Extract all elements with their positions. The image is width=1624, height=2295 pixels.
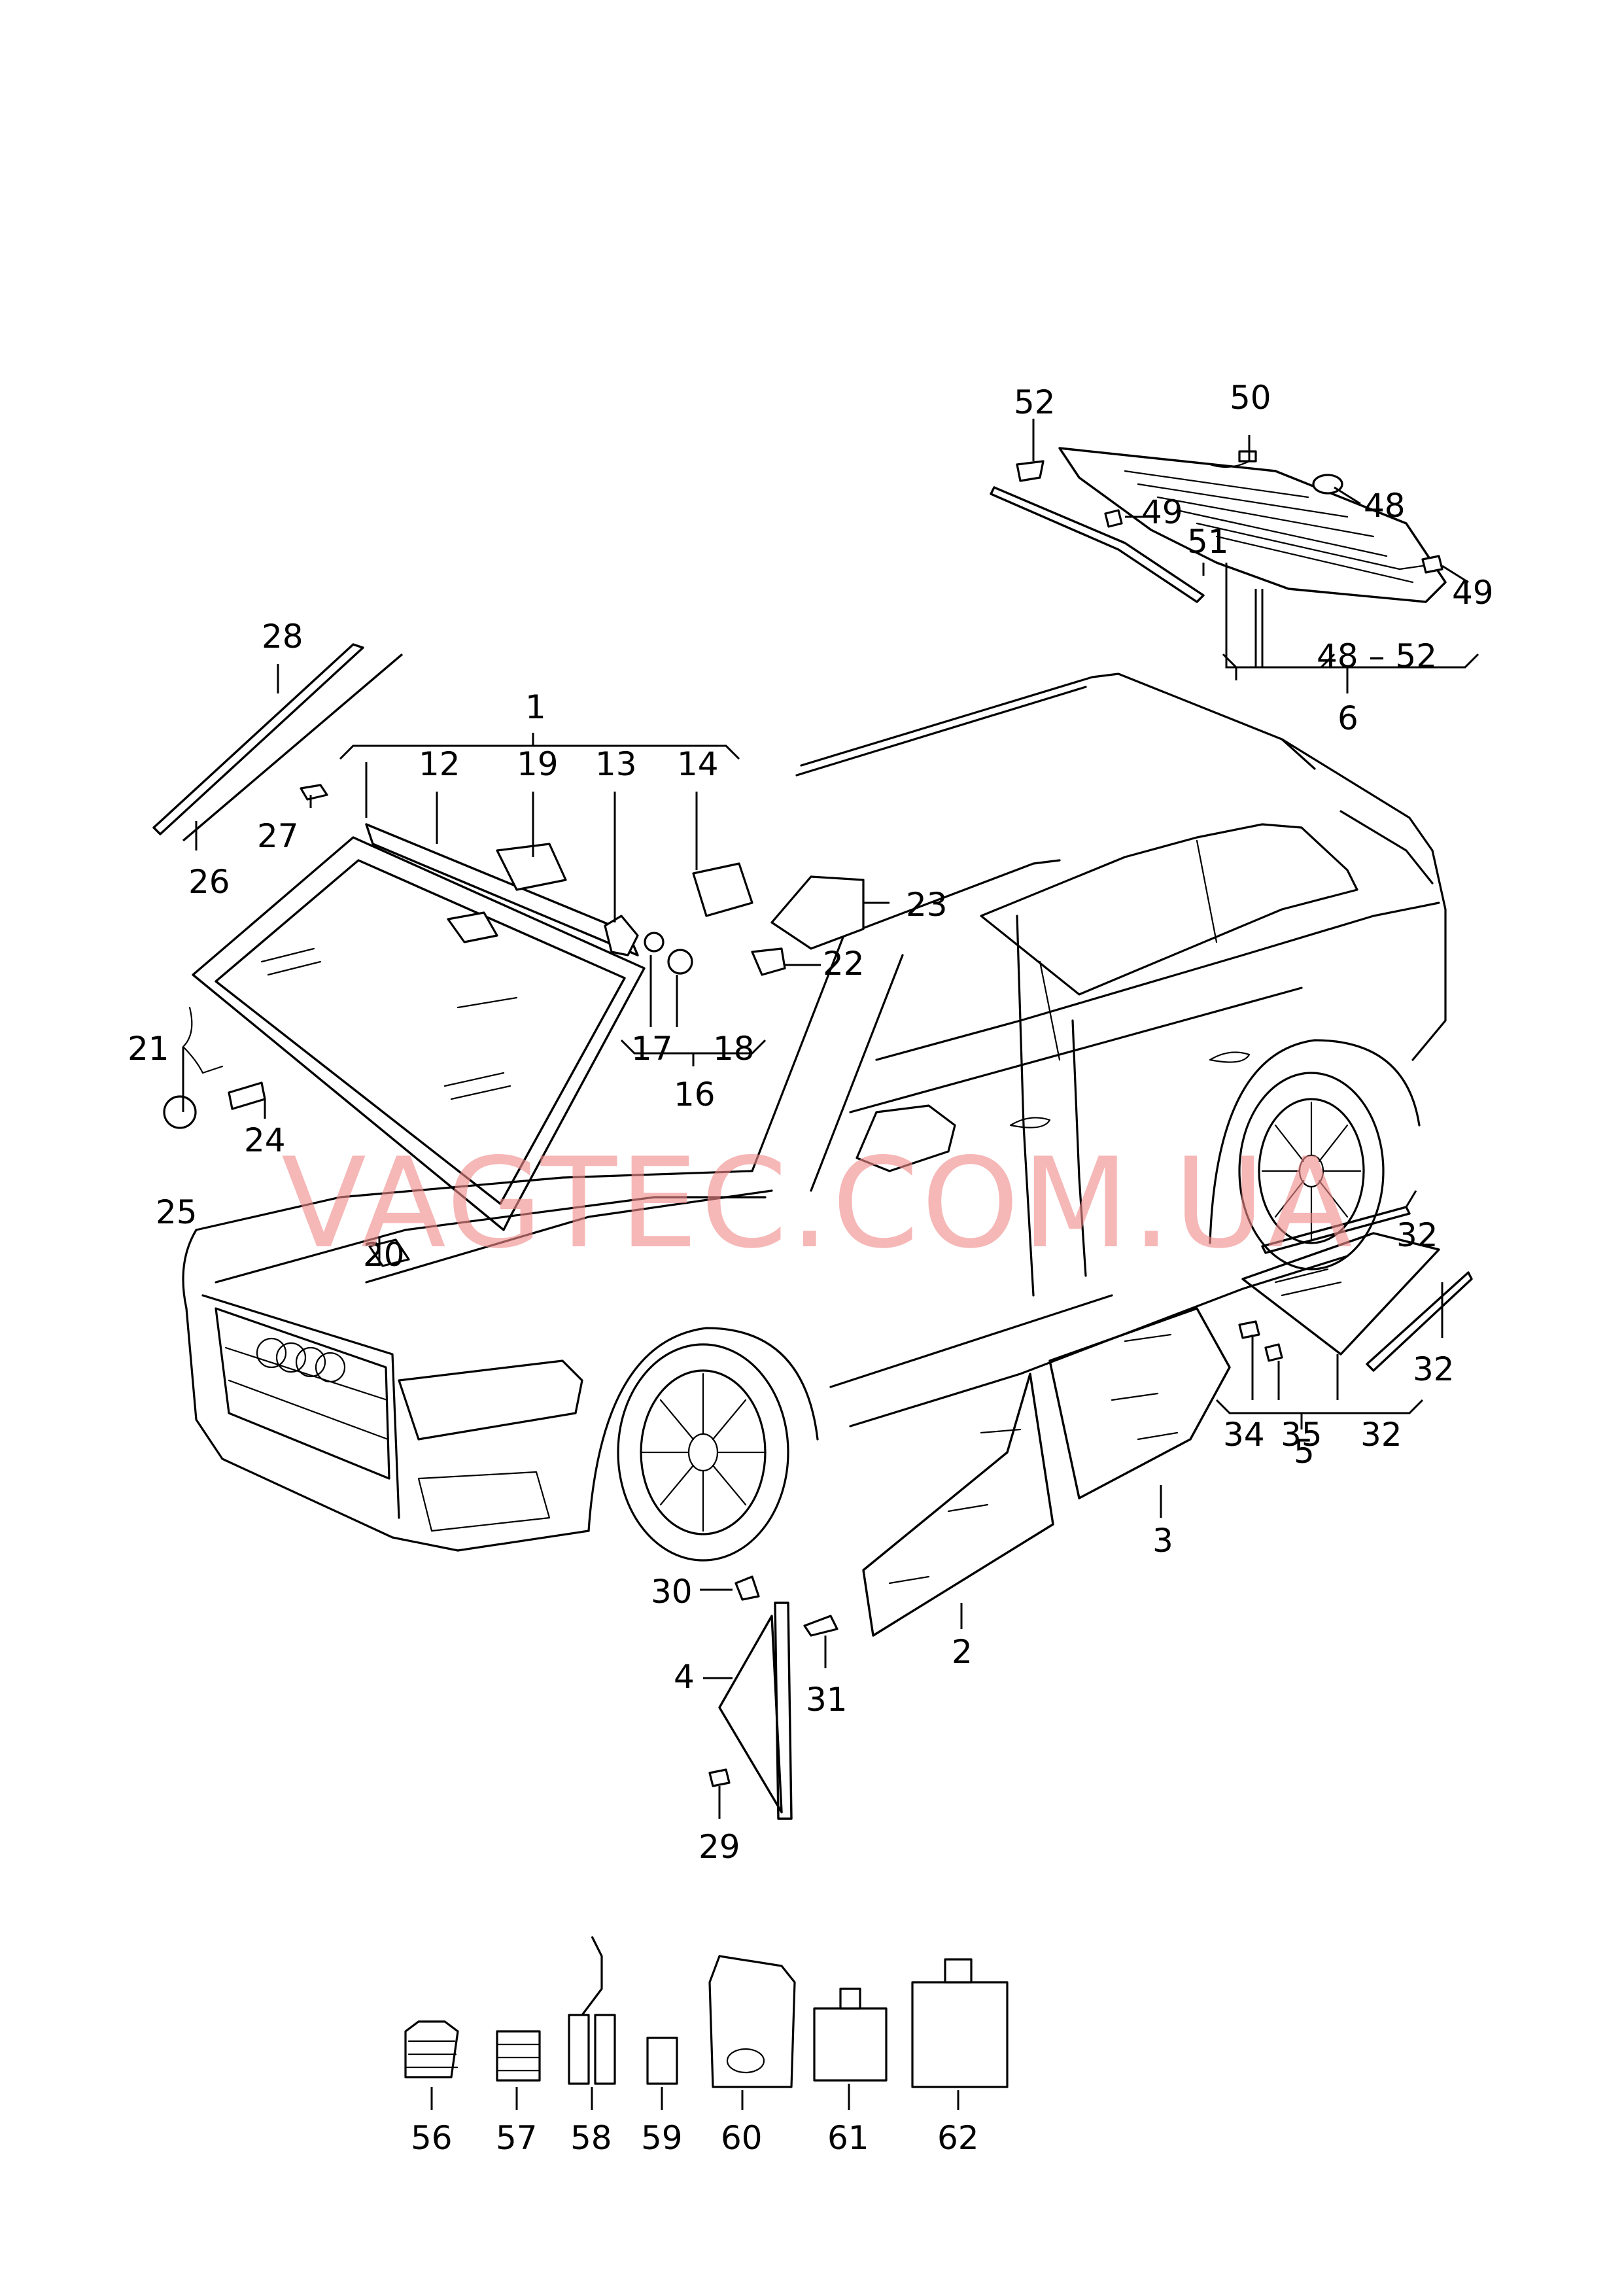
callout-28: 28	[262, 618, 303, 656]
callout-49-left: 49	[1141, 493, 1183, 531]
callout-49-right: 49	[1452, 574, 1494, 612]
callout-17: 17	[631, 1030, 673, 1068]
callout-29: 29	[699, 1828, 740, 1866]
callout-6: 6	[1338, 699, 1358, 737]
leader-lines	[182, 419, 1479, 2110]
vehicle-body	[182, 673, 1447, 1562]
callout-5: 5	[1294, 1433, 1315, 1471]
callout-22: 22	[823, 945, 865, 983]
callout-3: 3	[1152, 1522, 1173, 1560]
callout-34: 34	[1223, 1416, 1265, 1454]
callout-25: 25	[156, 1193, 198, 1231]
callout-16: 16	[674, 1076, 716, 1113]
callout-31: 31	[806, 1681, 848, 1719]
windshield-small-parts	[163, 843, 865, 1267]
callout-59: 59	[641, 2119, 683, 2157]
callout-50: 50	[1230, 379, 1271, 417]
callout-20: 20	[363, 1236, 405, 1274]
callout-2: 2	[952, 1633, 973, 1671]
callout-18: 18	[713, 1030, 755, 1068]
callout-48: 48	[1364, 487, 1406, 525]
callout-21: 21	[128, 1030, 169, 1068]
callout-61: 61	[827, 2119, 869, 2157]
consumables	[404, 1936, 1009, 2088]
callout-32-right: 32	[1413, 1350, 1455, 1388]
callout-32-top: 32	[1396, 1216, 1438, 1254]
rear-window-assembly	[990, 447, 1447, 603]
callout-27: 27	[257, 817, 299, 855]
callout-58: 58	[570, 2119, 612, 2157]
callout-60: 60	[721, 2119, 763, 2157]
watermark-text: VAGTEC.COM.UA	[281, 1131, 1355, 1276]
callout-35: 35	[1281, 1416, 1322, 1454]
callout-62: 62	[937, 2119, 979, 2157]
door-glass	[862, 1206, 1473, 1637]
callout-14: 14	[677, 745, 719, 783]
roof-moldings	[152, 643, 404, 842]
fixed-quarter-glass	[708, 1575, 838, 1820]
callout-19: 19	[517, 745, 559, 783]
callout-labels: 1 2 3 4 5 6 12 13 14 16 17 18 19 20 21 2…	[128, 379, 1494, 2157]
callout-51: 51	[1187, 523, 1229, 561]
callout-52: 52	[1014, 383, 1056, 421]
callout-48-52: 48 – 52	[1317, 637, 1437, 675]
callout-1: 1	[525, 688, 546, 726]
callout-24: 24	[244, 1121, 286, 1159]
callout-12: 12	[419, 745, 460, 783]
callout-4: 4	[674, 1658, 695, 1696]
windshield-assembly	[182, 823, 646, 1231]
callout-23: 23	[906, 886, 948, 924]
callout-13: 13	[595, 745, 637, 783]
callout-32-bottom: 32	[1360, 1416, 1402, 1454]
callout-57: 57	[496, 2119, 538, 2157]
callout-56: 56	[411, 2119, 453, 2157]
callout-26: 26	[188, 863, 230, 901]
callout-30: 30	[651, 1573, 693, 1611]
